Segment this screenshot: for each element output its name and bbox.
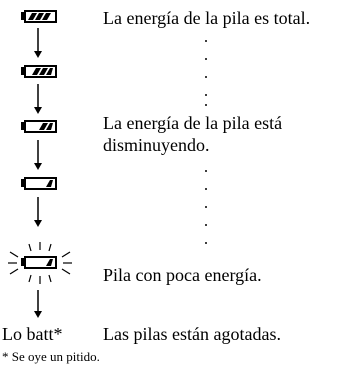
footnote: * Se oye un pitido. <box>2 349 100 364</box>
lo-batt-indicator: Lo batt* <box>2 324 63 344</box>
down-arrow-icon <box>34 290 42 318</box>
down-arrow-icon <box>34 84 42 114</box>
state-description-decreasing: La energía de la pila está disminuyendo. <box>103 113 283 155</box>
state-description-depleted: Las pilas están agotadas. <box>103 324 281 344</box>
down-arrow-icon <box>34 28 42 58</box>
down-arrow-icon <box>34 140 42 170</box>
battery-three-quarter-icon <box>21 65 57 78</box>
battery-full-icon <box>21 10 57 23</box>
battery-blinking-icon <box>8 242 72 284</box>
state-description-full: La energía de la pila es total. <box>103 8 311 28</box>
battery-half-icon <box>21 120 57 133</box>
state-description-low: Pila con poca energía. <box>103 265 262 285</box>
down-arrow-icon <box>34 197 42 227</box>
battery-low-icon <box>21 177 57 190</box>
